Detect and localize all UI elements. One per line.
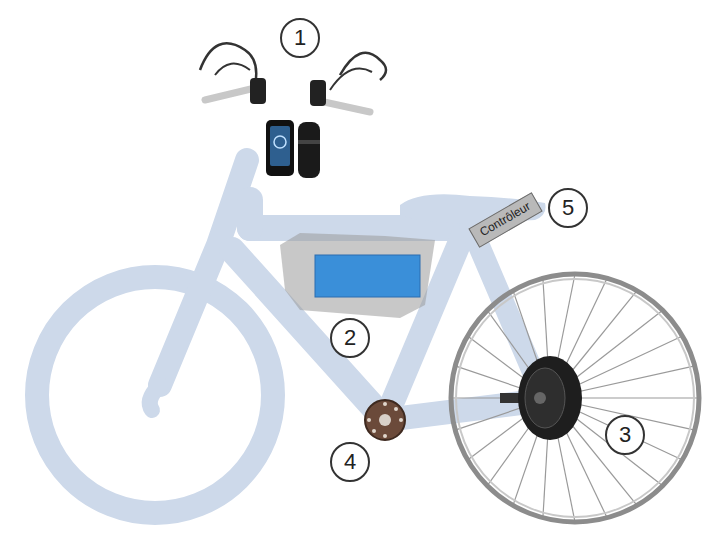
callout-number: 1: [280, 18, 320, 58]
rear-wheel: [451, 274, 699, 522]
callout-text: 1: [294, 26, 306, 50]
callout-number: 2: [330, 318, 370, 358]
callout-number: 5: [548, 188, 588, 228]
battery: [315, 255, 420, 297]
callout-text: 2: [344, 326, 356, 350]
battery-bag: [280, 233, 435, 318]
handlebar-controls: [200, 43, 386, 178]
part-label: Contrôleur: [477, 200, 532, 239]
callout-number: 3: [605, 415, 645, 455]
callout-number: 4: [330, 442, 370, 482]
hub-motor: [500, 356, 582, 440]
controller-box: Contrôleur: [468, 192, 542, 248]
callout-text: 5: [562, 196, 574, 220]
callout-text: 4: [344, 450, 356, 474]
pedal-sensor: [365, 400, 405, 440]
callout-text: 3: [619, 423, 631, 447]
